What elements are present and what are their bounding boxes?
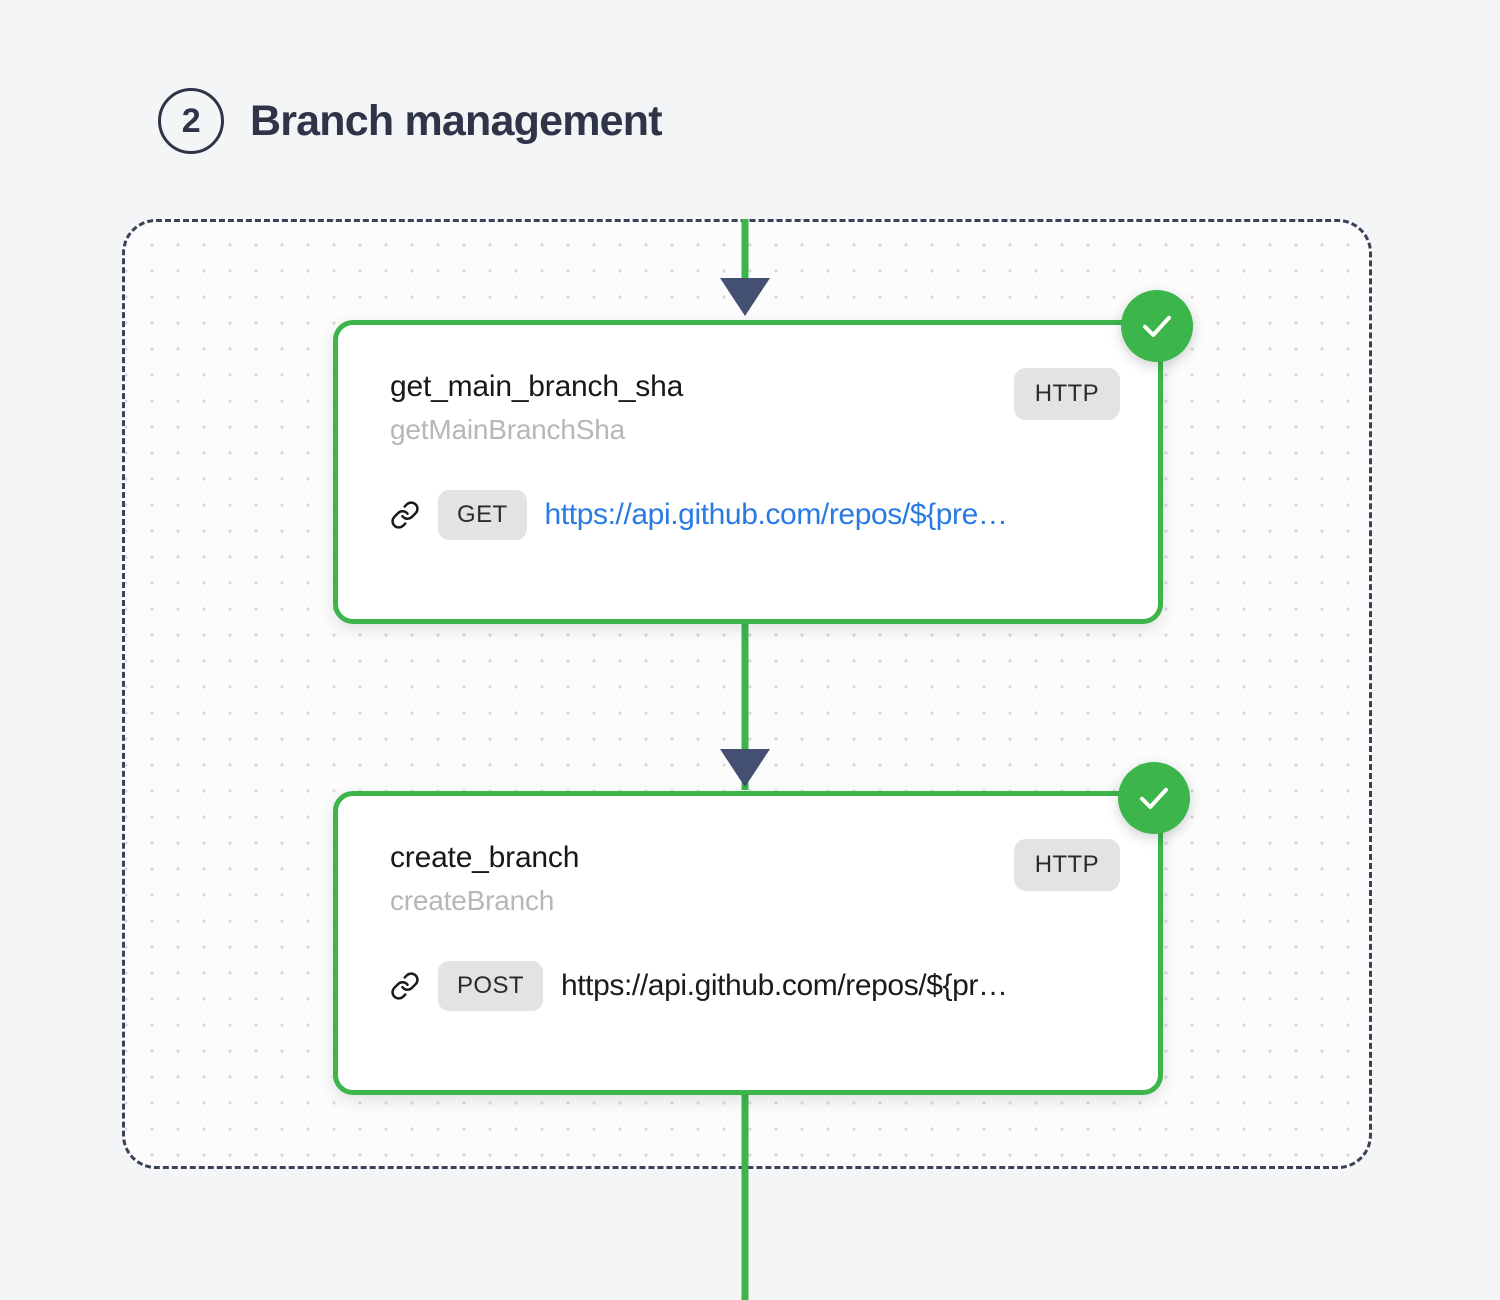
connector-arrow-into-node-2: [720, 749, 770, 787]
node-type-badge: HTTP: [1013, 368, 1120, 420]
node-request-row[interactable]: POST https://api.github.com/repos/${pr…: [338, 915, 1158, 1011]
connector-arrow-into-node-1: [720, 278, 770, 316]
link-icon: [391, 501, 419, 529]
http-method-badge: POST: [438, 960, 543, 1011]
node-subtitle: getMainBranchSha: [390, 413, 625, 445]
node-status-badge-success: [1118, 762, 1190, 834]
check-icon: [1143, 315, 1171, 337]
request-url[interactable]: https://api.github.com/repos/${pre…: [544, 497, 1008, 531]
step-number-badge: 2: [158, 88, 224, 154]
request-url[interactable]: https://api.github.com/repos/${pr…: [560, 968, 1008, 1002]
node-request-row[interactable]: GET https://api.github.com/repos/${pre…: [338, 444, 1158, 540]
node-title: create_branch: [390, 841, 580, 874]
node-header: create_branch createBranch HTTP: [338, 796, 1158, 915]
node-type-badge: HTTP: [1013, 839, 1120, 891]
page-title: Branch management: [250, 96, 663, 145]
workflow-node-create-branch[interactable]: create_branch createBranch HTTP POST htt…: [333, 791, 1163, 1095]
node-status-badge-success: [1121, 290, 1193, 362]
http-method-badge: GET: [438, 489, 527, 540]
page-header: 2 Branch management: [158, 88, 663, 154]
node-header: get_main_branch_sha getMainBranchSha HTT…: [338, 325, 1158, 444]
workflow-node-get-main-branch-sha[interactable]: get_main_branch_sha getMainBranchSha HTT…: [333, 320, 1163, 624]
node-title: get_main_branch_sha: [390, 370, 684, 403]
connector-line-top: [741, 219, 749, 299]
check-icon: [1140, 787, 1168, 809]
connector-line-middle: [741, 618, 749, 790]
link-icon: [391, 972, 419, 1000]
connector-line-bottom: [741, 1088, 749, 1300]
node-subtitle: createBranch: [390, 884, 555, 916]
step-number-label: 2: [181, 101, 201, 140]
